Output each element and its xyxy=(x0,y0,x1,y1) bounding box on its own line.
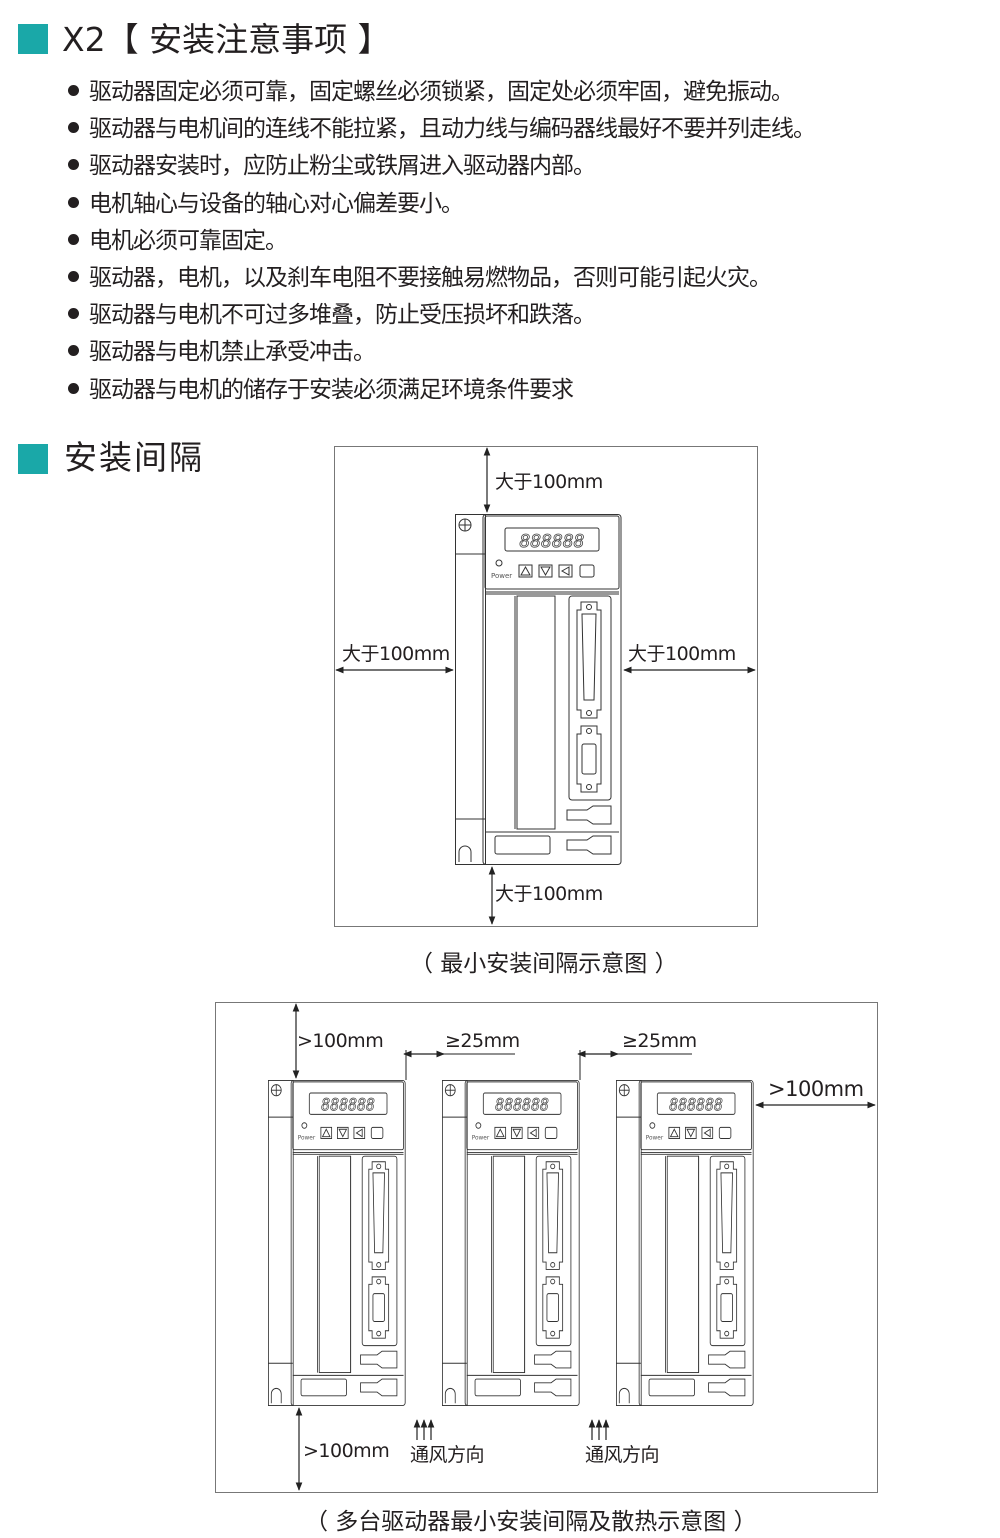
servo-drive-2 xyxy=(442,1080,580,1406)
bullet-dot-icon xyxy=(68,85,79,96)
bullet-dot-icon xyxy=(68,159,79,171)
bullet-text: 驱动器，电机，以及刹车电阻不要接触易燃物品，否则可能引起火灾。 xyxy=(89,265,772,291)
section1-title: X2【 安装注意事项 】 xyxy=(62,20,391,59)
bullet-item: 驱动器与电机不可过多堆叠，防止受压损坏和跌落。 xyxy=(68,300,596,330)
bullet-item: 驱动器与电机的储存于安装必须满足环境条件要求 xyxy=(68,375,574,405)
clearance-top-label: >100mm xyxy=(297,1030,384,1052)
servo-drive xyxy=(455,514,622,865)
diagram2-caption: （ 多台驱动器最小安装间隔及散热示意图 ） xyxy=(305,1509,757,1535)
bullet-item: 驱动器安装时，应防止粉尘或铁屑进入驱动器内部。 xyxy=(68,151,596,181)
section2-title: 安装间隔 xyxy=(64,438,204,477)
bullet-item: 驱动器与电机禁止承受冲击。 xyxy=(68,337,376,367)
diagram1-frame xyxy=(334,446,758,927)
airflow-label-1: 通风方向 xyxy=(410,1444,485,1466)
bullet-dot-icon xyxy=(68,122,79,134)
clearance-top-label: 大于100mm xyxy=(495,471,603,493)
bullet-dot-icon xyxy=(68,308,79,320)
clearance-left-label: 大于100mm xyxy=(342,643,450,665)
bullet-dot-icon xyxy=(68,382,79,394)
bullet-text: 驱动器安装时，应防止粉尘或铁屑进入驱动器内部。 xyxy=(89,153,596,180)
bullet-text: 驱动器与电机的储存于安装必须满足环境条件要求 xyxy=(89,376,574,403)
bullet-text: 驱动器与电机禁止承受冲击。 xyxy=(89,339,376,366)
bullet-item: 驱动器与电机间的连线不能拉紧，且动力线与编码器线最好不要并列走线。 xyxy=(68,114,816,144)
servo-drive-1 xyxy=(268,1080,406,1406)
section-marker-icon xyxy=(18,24,48,54)
clearance-right-label: >100mm xyxy=(768,1077,864,1101)
bullet-item: 驱动器固定必须可靠，固定螺丝必须锁紧，固定处必须牢固，避免振动。 xyxy=(68,77,794,107)
bullet-item: 驱动器，电机，以及刹车电阻不要接触易燃物品，否则可能引起火灾。 xyxy=(68,263,772,293)
bullet-dot-icon xyxy=(68,345,79,357)
bullet-dot-icon xyxy=(68,271,79,282)
gap-label-1: ≥25mm xyxy=(445,1030,520,1052)
servo-drive-3 xyxy=(616,1080,754,1406)
section-marker-icon xyxy=(18,444,48,474)
bullet-text: 驱动器与电机不可过多堆叠，防止受压损坏和跌落。 xyxy=(89,302,596,329)
bullet-item: 电机轴心与设备的轴心对心偏差要小。 xyxy=(68,189,464,219)
bullet-item: 电机必须可靠固定。 xyxy=(68,226,288,256)
bullet-dot-icon xyxy=(68,233,79,245)
diagram1-caption: （ 最小安装间隔示意图 ） xyxy=(410,951,678,977)
diagram2-frame xyxy=(215,1002,878,1493)
bullet-text: 电机轴心与设备的轴心对心偏差要小。 xyxy=(89,190,464,217)
gap-label-2: ≥25mm xyxy=(622,1030,697,1052)
bullet-text: 驱动器与电机间的连线不能拉紧，且动力线与编码器线最好不要并列走线。 xyxy=(89,116,816,143)
airflow-label-2: 通风方向 xyxy=(585,1444,660,1466)
bullet-dot-icon xyxy=(68,196,79,208)
clearance-right-label: 大于100mm xyxy=(628,643,736,665)
bullet-text: 电机必须可靠固定。 xyxy=(89,227,288,254)
bullet-text: 驱动器固定必须可靠，固定螺丝必须锁紧，固定处必须牢固，避免振动。 xyxy=(89,79,794,105)
clearance-bottom-label: 大于100mm xyxy=(495,883,603,905)
clearance-bottom-label: >100mm xyxy=(303,1440,390,1462)
